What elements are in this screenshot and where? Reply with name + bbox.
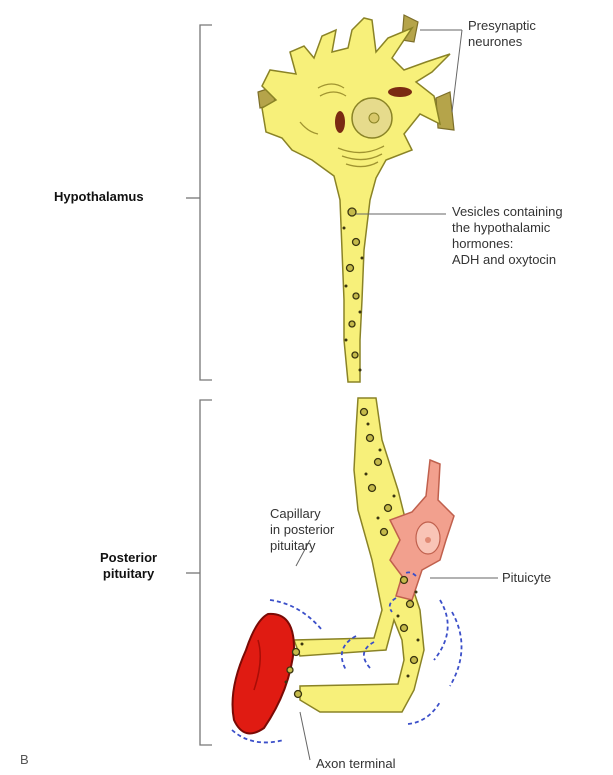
- posterior-pituitary-label: Posterior pituitary: [100, 550, 157, 582]
- axon-terminal-label: Axon terminal: [316, 756, 395, 772]
- posterior-pituitary-line2: pituitary: [100, 566, 157, 582]
- posterior-pituitary-line1: Posterior: [100, 550, 157, 566]
- panel-letter: B: [20, 752, 29, 768]
- neuron-cell-body: [262, 18, 450, 382]
- neuron-nucleus: [352, 98, 392, 138]
- hypothalamus-label: Hypothalamus: [54, 189, 144, 205]
- presynaptic-neurones-label: Presynaptic neurones: [468, 18, 536, 50]
- vesicles-label-line3: hormones:: [452, 236, 563, 252]
- capillary: [233, 614, 295, 734]
- vesicles-label-line1: Vesicles containing: [452, 204, 563, 220]
- capillary-label-line3: pituitary: [270, 538, 334, 554]
- capillary-label-line2: in posterior: [270, 522, 334, 538]
- vesicles-label-line4: ADH and oxytocin: [452, 252, 563, 268]
- capillary-label-line1: Capillary: [270, 506, 334, 522]
- presynaptic-label-line1: Presynaptic: [468, 18, 536, 34]
- presynaptic-label-line2: neurones: [468, 34, 536, 50]
- capillary-label: Capillary in posterior pituitary: [270, 506, 334, 554]
- vesicles-label-line2: the hypothalamic: [452, 220, 563, 236]
- hypothalamus-bracket: [186, 25, 212, 380]
- posterior-pituitary-bracket: [186, 400, 212, 745]
- pituicyte-label: Pituicyte: [502, 570, 551, 586]
- vesicles-label: Vesicles containing the hypothalamic hor…: [452, 204, 563, 268]
